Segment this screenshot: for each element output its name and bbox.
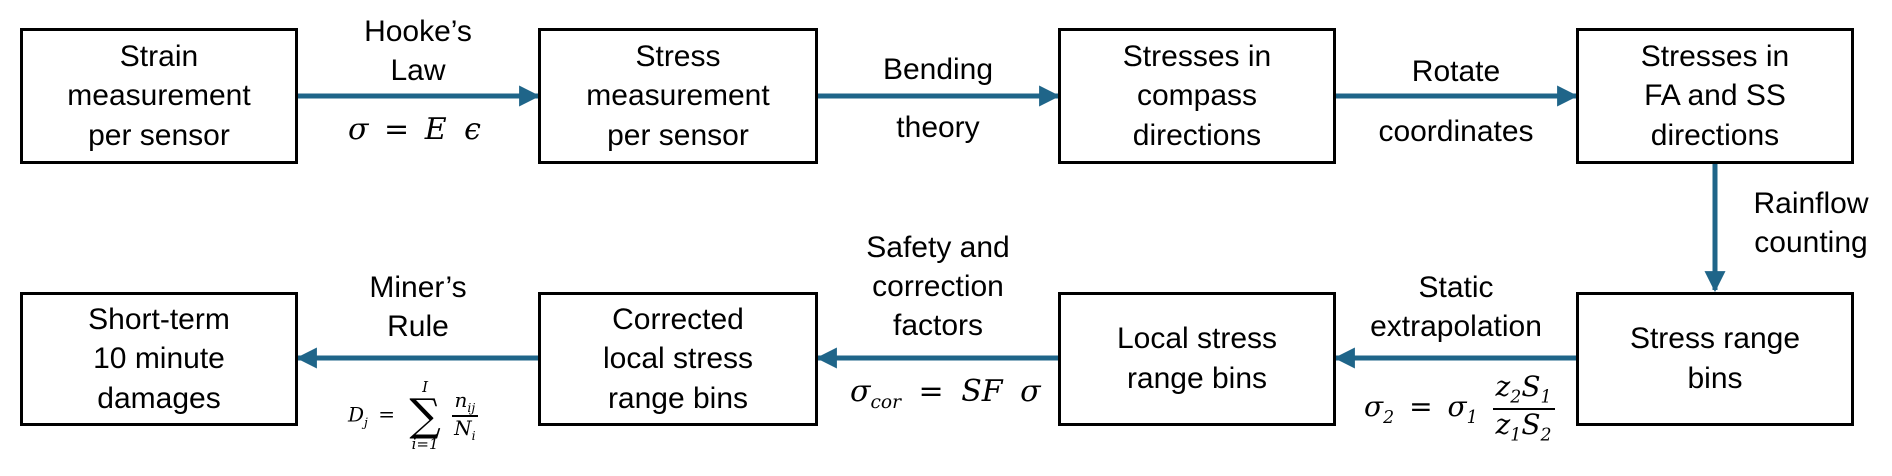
equation-summation: I ∑ i=1 — [409, 380, 440, 452]
label-theory: theory — [896, 111, 980, 144]
label-coordinates: coordinates — [1378, 115, 1534, 148]
eq-token: N — [454, 415, 472, 440]
eq-token: z — [1495, 370, 1511, 403]
box-line: FA and SS — [1644, 79, 1786, 113]
eq-token: 1 — [1510, 425, 1522, 446]
equation-miners-rule: Dj = I ∑ i=1 nij Ni — [348, 380, 479, 452]
label-bending: Bending — [882, 53, 994, 86]
label-line: Static — [1418, 271, 1494, 304]
eq-token: = — [384, 112, 410, 147]
eq-token: 2 — [1540, 425, 1552, 446]
box-short-term-damages: Short-term 10 minute damages — [20, 292, 298, 426]
eq-token: i=1 — [411, 434, 439, 453]
label-safety-correction-factors: Safety and correction factors — [828, 228, 1048, 345]
eq-token: S — [1521, 370, 1541, 403]
box-line: Stresses in — [1122, 39, 1272, 73]
box-line: Local stress — [1116, 322, 1278, 356]
eq-token: σ — [1447, 390, 1467, 424]
box-line: Stresses in — [1640, 39, 1790, 73]
box-line: Short-term — [88, 302, 230, 336]
equation-static-extrapolation: σ2 = σ1 z2S1 z1S2 — [1364, 370, 1555, 446]
eq-token: ϵ — [464, 112, 481, 147]
box-line: Corrected — [612, 302, 744, 336]
box-stress-measurement: Stress measurement per sensor — [538, 28, 818, 164]
label-line: factors — [892, 309, 984, 342]
equation-fraction: nij Ni — [451, 388, 479, 443]
eq-token: σ — [348, 112, 369, 147]
box-line: local stress — [602, 342, 754, 376]
box-line: 10 minute — [93, 342, 225, 376]
eq-token: ij — [467, 400, 476, 416]
label-line: Safety and — [866, 231, 1010, 264]
eq-token: = — [1409, 390, 1433, 424]
label-hookes-law: Hooke’s Law — [318, 12, 518, 90]
eq-token: 2 — [1510, 387, 1522, 408]
equation-correction: σcor = SF σ — [850, 374, 1041, 413]
eq-token: = — [918, 374, 944, 409]
eq-token: S — [1521, 407, 1541, 441]
label-static-extrapolation: Static extrapolation — [1346, 268, 1566, 346]
box-line: measurement — [586, 79, 770, 113]
box-line: directions — [1132, 118, 1262, 152]
eq-token: 1 — [1540, 387, 1552, 408]
box-stresses-compass: Stresses in compass directions — [1058, 28, 1336, 164]
box-local-stress-range: Local stress range bins — [1058, 292, 1336, 426]
box-line: damages — [97, 381, 221, 415]
sigma-symbol: ∑ — [409, 390, 441, 441]
label-line: Law — [390, 54, 446, 87]
box-line: range bins — [607, 381, 749, 415]
eq-token: 1 — [1466, 407, 1478, 428]
box-strain-measurement: Strain measurement per sensor — [20, 28, 298, 164]
eq-token: σ — [1364, 390, 1384, 424]
eq-token: = — [378, 402, 396, 427]
box-line: bins — [1687, 362, 1743, 395]
eq-token: n — [454, 388, 468, 413]
box-line: Stress — [635, 39, 721, 73]
label-line: Rule — [387, 310, 449, 343]
box-line: Stress range — [1629, 322, 1801, 356]
box-corrected-local-stress: Corrected local stress range bins — [538, 292, 818, 426]
eq-token: j — [364, 414, 368, 430]
eq-token: z — [1495, 407, 1511, 441]
box-line: compass — [1136, 79, 1258, 113]
box-line: range bins — [1126, 362, 1268, 395]
box-stresses-fa-ss: Stresses in FA and SS directions — [1576, 28, 1854, 164]
label-line: Rainflow — [1753, 187, 1869, 220]
box-line: measurement — [67, 79, 251, 113]
label-line: extrapolation — [1370, 310, 1542, 343]
label-line: Miner’s — [369, 271, 467, 304]
eq-token: SF — [961, 374, 1003, 409]
label-line: correction — [872, 270, 1004, 303]
eq-token: σ — [1020, 374, 1041, 409]
eq-token: cor — [870, 392, 901, 413]
box-line: per sensor — [607, 118, 749, 152]
label-line: Hooke’s — [364, 15, 472, 48]
box-line: Strain — [119, 39, 199, 73]
box-line: directions — [1650, 118, 1780, 152]
label-miners-rule: Miner’s Rule — [318, 268, 518, 346]
box-stress-range-bins: Stress range bins — [1576, 292, 1854, 426]
eq-token: σ — [850, 374, 871, 409]
box-line: per sensor — [88, 118, 230, 152]
equation-fraction: z2S1 z1S2 — [1492, 370, 1555, 446]
label-rotate: Rotate — [1411, 55, 1501, 88]
equation-hookes-law: σ = E ϵ — [348, 112, 481, 147]
eq-token: 2 — [1383, 407, 1395, 428]
eq-token: D — [348, 402, 365, 427]
eq-token: i — [471, 427, 476, 443]
eq-token: E — [424, 112, 447, 147]
eq-token: I — [422, 378, 429, 396]
label-line: counting — [1754, 226, 1868, 259]
label-rainflow-counting: Rainflow counting — [1738, 184, 1884, 262]
